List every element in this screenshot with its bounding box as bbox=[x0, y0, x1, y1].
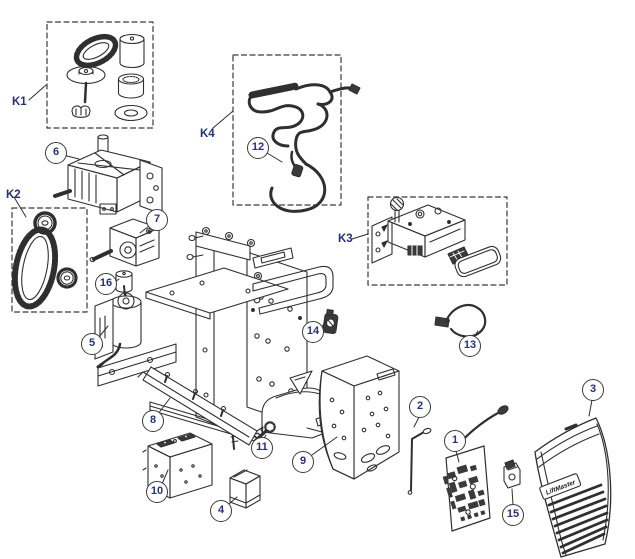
kit-label-k4: K4 bbox=[200, 128, 215, 140]
callout-12: 12 bbox=[247, 137, 269, 159]
kit-k1-washer bbox=[114, 104, 148, 122]
part-5-motor bbox=[94, 285, 142, 369]
kit-k1-bearing-cup bbox=[117, 73, 145, 99]
part-12-harness bbox=[247, 82, 361, 213]
kit-k1-box bbox=[46, 21, 154, 129]
callout-13: 13 bbox=[459, 335, 481, 357]
kit-k1-belt bbox=[73, 33, 119, 69]
kit-k2-box bbox=[11, 207, 88, 313]
part-10-outlet-box bbox=[142, 432, 213, 499]
kit-k2-sprocket-2 bbox=[56, 267, 78, 289]
callout-8: 8 bbox=[142, 410, 164, 432]
kit-label-k2: K2 bbox=[6, 189, 21, 201]
kit-k2-chain bbox=[11, 226, 59, 310]
kit-k3-box bbox=[367, 196, 508, 286]
part-2-rod bbox=[407, 427, 432, 495]
cover-vent-slats bbox=[547, 483, 609, 555]
callout-16: 16 bbox=[95, 273, 117, 295]
callout-4: 4 bbox=[210, 500, 232, 522]
part-3-cover: LiftMaster bbox=[534, 417, 612, 558]
callout-7: 7 bbox=[146, 209, 168, 231]
kit-label-k3: K3 bbox=[338, 233, 353, 245]
kit-k1-pulley bbox=[66, 65, 106, 104]
part-6-gearbox bbox=[53, 134, 163, 215]
callout-6: 6 bbox=[45, 142, 67, 164]
callout-15: 15 bbox=[502, 504, 524, 526]
kit-k4-box bbox=[232, 54, 342, 206]
kit-k3-switch bbox=[371, 196, 502, 278]
callout-14: 14 bbox=[302, 321, 324, 343]
callout-11: 11 bbox=[251, 437, 273, 459]
part-1-control-board bbox=[442, 405, 509, 532]
kit-label-k1: K1 bbox=[12, 96, 27, 108]
callout-9: 9 bbox=[292, 451, 314, 473]
part-4-box bbox=[229, 469, 261, 509]
callout-5: 5 bbox=[81, 333, 103, 355]
kit-k1-clamp bbox=[71, 105, 91, 118]
part-15-clip bbox=[503, 459, 521, 489]
callout-3: 3 bbox=[582, 379, 604, 401]
kit-k1-cylinder bbox=[119, 33, 145, 69]
callout-1: 1 bbox=[444, 430, 466, 452]
part-14-switch bbox=[322, 309, 339, 335]
kit-k2-sprocket-1 bbox=[33, 211, 57, 235]
callout-2: 2 bbox=[409, 396, 431, 418]
frame-assembly bbox=[97, 226, 349, 450]
part-9-enclosure bbox=[318, 355, 400, 480]
callout-10: 10 bbox=[146, 481, 168, 503]
